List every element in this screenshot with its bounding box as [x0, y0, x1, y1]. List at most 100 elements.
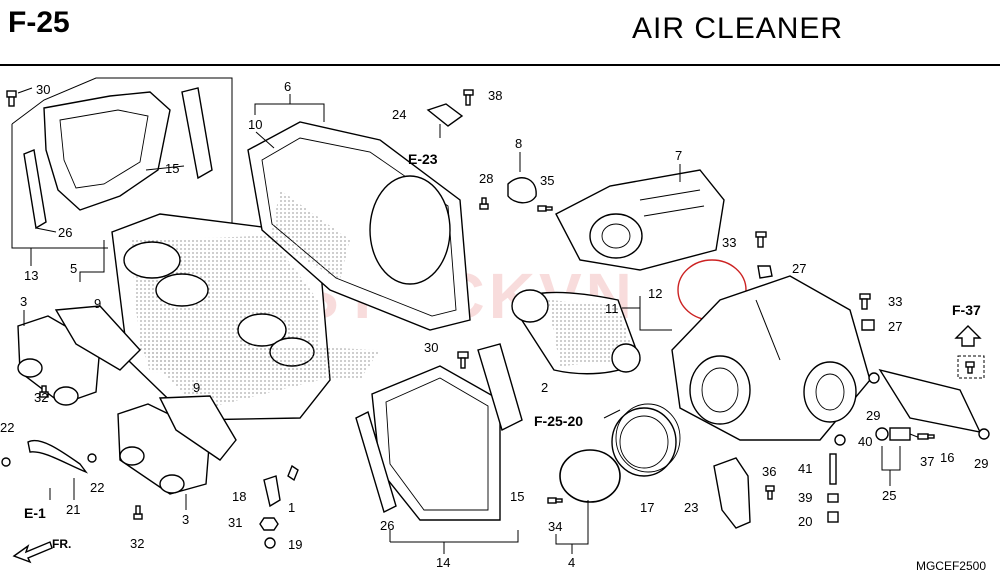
ref-fr: FR.: [52, 537, 71, 551]
breather-hose: [27, 439, 89, 474]
intake-boot-17: [611, 403, 681, 477]
callout-32-lower: 32: [130, 536, 144, 551]
callout-33-right: 33: [888, 294, 902, 309]
callout-35: 35: [540, 173, 554, 188]
callout-15-lower: 15: [510, 489, 524, 504]
intake-duct-lower: [117, 395, 237, 495]
air-cleaner-cover: [247, 103, 471, 331]
hose-clip-icon: [1, 457, 11, 467]
bolt-33-upper-icon: [755, 231, 767, 248]
up-arrow-icon: [954, 325, 982, 347]
bolt-36-icon: [765, 485, 775, 500]
header-divider: [0, 64, 1000, 66]
bolt-33-right-icon: [859, 293, 871, 310]
valve-25-icon: [875, 427, 921, 441]
callout-13: 13: [24, 268, 38, 283]
callout-11: 11: [605, 301, 619, 316]
callout-17: 17: [640, 500, 654, 515]
callout-27-upper: 27: [792, 261, 806, 276]
callout-21: 21: [66, 502, 80, 517]
hose-clip-icon: [87, 453, 97, 463]
callout-30: 30: [36, 82, 50, 97]
plug-20-icon: [827, 511, 839, 523]
callout-10: 10: [248, 117, 262, 132]
bolt-30-icon: [6, 90, 17, 107]
callout-3-lower: 3: [182, 512, 189, 527]
grommet-29-right-icon: [978, 428, 990, 440]
callout-9-upper: 9: [94, 296, 101, 311]
callout-24: 24: [392, 107, 406, 122]
air-cleaner-housing-left: [111, 213, 380, 421]
grommet-29-icon: [868, 372, 880, 384]
callout-38: 38: [488, 88, 502, 103]
callout-2: 2: [541, 380, 548, 395]
screw-35-icon: [537, 205, 553, 212]
washer-40-icon: [834, 434, 846, 446]
callout-32-upper: 32: [34, 390, 48, 405]
callout-9-lower: 9: [193, 380, 200, 395]
callout-20: 20: [798, 514, 812, 529]
washer-19-icon: [264, 537, 276, 549]
screw-37-icon: [917, 433, 935, 440]
callout-22-right: 22: [90, 480, 104, 495]
screw-38-icon: [463, 89, 474, 106]
callout-29-left: 29: [866, 408, 880, 423]
upper-left-cover-group: [6, 77, 233, 250]
side-cover-lower: [355, 343, 523, 521]
callout-5: 5: [70, 261, 77, 276]
air-cleaner-housing-right: [671, 275, 871, 441]
callout-29-right: 29: [974, 456, 988, 471]
page-title: AIR CLEANER: [632, 12, 844, 45]
callout-36: 36: [762, 464, 776, 479]
ref-e1: E-1: [24, 505, 46, 521]
callout-7: 7: [675, 148, 682, 163]
intake-duct-upper: [17, 305, 141, 406]
callout-6: 6: [284, 79, 291, 94]
bolt-32-upper-icon: [39, 385, 49, 398]
clamp-band-4: [559, 449, 621, 503]
bolt-32-lower-icon: [133, 505, 143, 520]
intake-chamber-top: [555, 169, 725, 271]
callout-37: 37: [920, 454, 934, 469]
drain-plug-icon: [263, 475, 281, 508]
callout-16: 16: [940, 450, 954, 465]
callout-26-lower: 26: [380, 518, 394, 533]
tube-41: [829, 453, 837, 485]
clip-27-right-icon: [861, 319, 875, 331]
clip-1-icon: [287, 464, 299, 482]
air-filter-element: [511, 289, 641, 375]
callout-15: 15: [165, 161, 179, 176]
callout-39: 39: [798, 490, 812, 505]
front-arrow-icon: [12, 541, 53, 564]
nut-31-icon: [259, 517, 279, 531]
callout-1: 1: [288, 500, 295, 515]
ref-e23: E-23: [408, 151, 438, 167]
callout-31: 31: [228, 515, 242, 530]
page-code: F-25: [8, 6, 70, 39]
sensor-24-icon: [426, 103, 464, 138]
callout-14: 14: [436, 555, 450, 570]
callout-26: 26: [58, 225, 72, 240]
screw-34-icon: [547, 497, 563, 504]
callout-40: 40: [858, 434, 872, 449]
drawing-code: MGCEF2500: [915, 559, 986, 573]
callout-28: 28: [479, 171, 493, 186]
callout-12: 12: [648, 286, 662, 301]
clamp-39-icon: [827, 493, 839, 503]
screw-f37-icon: [965, 361, 975, 374]
clip-27-upper-icon: [757, 265, 773, 279]
callout-27-right: 27: [888, 319, 902, 334]
callout-33-upper: 33: [722, 235, 736, 250]
callout-23: 23: [684, 500, 698, 515]
callout-18: 18: [232, 489, 246, 504]
callout-3-upper: 3: [20, 294, 27, 309]
callout-4: 4: [568, 555, 575, 570]
f37-ref-box: [957, 355, 985, 379]
callout-34: 34: [548, 519, 562, 534]
callout-8: 8: [515, 136, 522, 151]
callout-19: 19: [288, 537, 302, 552]
screw-28-icon: [479, 197, 489, 210]
callout-41: 41: [798, 461, 812, 476]
